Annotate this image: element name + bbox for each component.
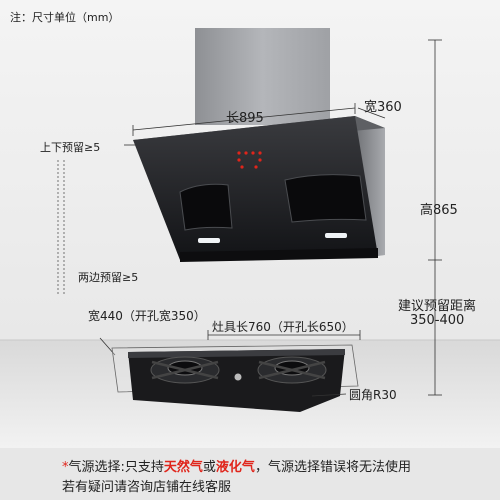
hood-chimney: [195, 28, 330, 125]
hood-light-right: [325, 233, 347, 238]
natural-gas-text: 天然气: [163, 460, 203, 475]
burner-left: [150, 356, 220, 384]
stove-width-label: 宽440（开孔宽350）: [88, 309, 206, 323]
lpg-text: 液化气: [215, 460, 255, 475]
height-label: 高865: [420, 203, 458, 218]
corner-radius-label: 圆角R30: [349, 388, 397, 402]
stove-length-label: 灶具长760（开孔长650）: [212, 320, 354, 334]
gas-source-notice: *气源选择:只支持天然气或液化气，气源选择错误将无法使用 若有疑问请咨询店铺在线…: [0, 448, 500, 500]
length-label: 长895: [226, 111, 264, 126]
hood-stove-illustration: [0, 0, 500, 448]
burner-right: [257, 356, 327, 384]
width-dimension-line: [357, 107, 386, 119]
width-label: 宽360: [364, 100, 402, 115]
notice-or: 或: [202, 460, 216, 475]
stove-knob: [234, 373, 242, 381]
top-clearance-label: 上下预留≥5: [40, 141, 101, 154]
asterisk: *: [62, 460, 69, 475]
hood-intake-left: [179, 183, 233, 231]
recommended-distance-value: 350-400: [410, 313, 465, 328]
hood-control-panel: [237, 151, 262, 169]
corner-leader-line: [311, 393, 347, 397]
hood-intake-right: [284, 174, 367, 223]
notice-suffix: ，气源选择错误将无法使用: [254, 460, 411, 475]
hood-light-left: [198, 238, 220, 243]
unit-note: 注：尺寸单位（mm）: [10, 11, 120, 24]
notice-line-1: *气源选择:只支持天然气或液化气，气源选择错误将无法使用: [62, 456, 411, 475]
recommended-distance-label: 建议预留距离: [398, 299, 477, 314]
length-dimension-line: [132, 107, 356, 131]
notice-prefix: 气源选择:只支持: [68, 460, 164, 475]
notice-line-2: 若有疑问请咨询店铺在线客服: [62, 480, 232, 495]
side-clearance-label: 两边预留≥5: [78, 271, 139, 284]
